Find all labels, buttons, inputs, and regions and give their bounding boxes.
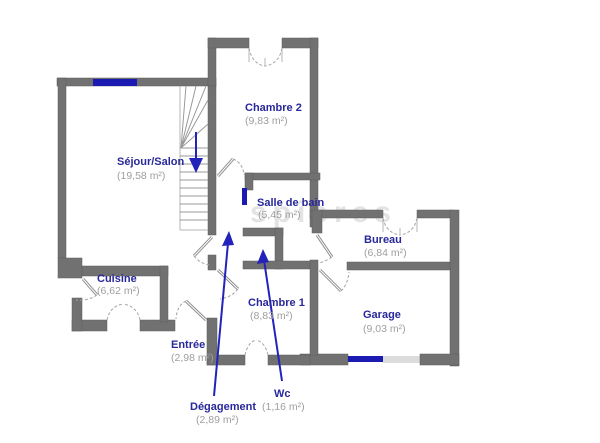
degagement-pointer-arrow <box>213 242 229 397</box>
room-label-sejour-salon: Séjour/Salon (19,58 m²) <box>117 156 185 182</box>
window-salle-de-bain-icon <box>242 188 247 205</box>
svg-text:Chambre 2: Chambre 2 <box>245 102 302 114</box>
windows <box>93 79 383 362</box>
room-label-chambre-2: Chambre 2 (9,83 m²) <box>245 102 302 127</box>
svg-text:(9,83 m²): (9,83 m²) <box>245 115 288 127</box>
door-swings <box>75 47 418 356</box>
wc-pointer-arrow <box>263 259 283 382</box>
room-label-entree: Entrée (2,98 m²) <box>171 339 214 364</box>
room-label-garage: Garage (9,03 m²) <box>363 309 406 335</box>
room-label-wc: Wc (1,16 m²) <box>262 388 305 413</box>
svg-text:Wc: Wc <box>274 388 291 400</box>
room-labels: Séjour/Salon (19,58 m²) Chambre 2 (9,83 … <box>97 102 407 426</box>
svg-text:Garage: Garage <box>363 309 401 321</box>
svg-text:Bureau: Bureau <box>364 234 402 246</box>
svg-text:(5,45 m²): (5,45 m²) <box>258 209 301 221</box>
svg-text:Salle de bain: Salle de bain <box>257 197 325 209</box>
room-label-degagement: Dégagement (2,89 m²) <box>190 401 256 426</box>
svg-text:(19,58 m²): (19,58 m²) <box>117 170 165 182</box>
room-label-salle-de-bain: Salle de bain (5,45 m²) <box>257 197 325 221</box>
room-label-bureau: Bureau (6,84 m²) <box>364 234 407 259</box>
svg-text:Entrée: Entrée <box>171 339 205 351</box>
garage-door-icon <box>348 356 383 362</box>
window-sejour-icon <box>93 79 137 86</box>
svg-text:Chambre 1: Chambre 1 <box>248 297 305 309</box>
svg-text:(2,89 m²): (2,89 m²) <box>196 414 239 426</box>
svg-text:Dégagement: Dégagement <box>190 401 256 413</box>
svg-text:(8,83 m²): (8,83 m²) <box>250 310 293 322</box>
room-label-chambre-1: Chambre 1 (8,83 m²) <box>248 297 305 322</box>
annotation-arrows <box>213 231 283 397</box>
svg-text:(6,84 m²): (6,84 m²) <box>364 247 407 259</box>
svg-text:(2,98 m²): (2,98 m²) <box>171 352 214 364</box>
svg-text:(9,03 m²): (9,03 m²) <box>363 323 406 335</box>
svg-text:(1,16 m²): (1,16 m²) <box>262 401 305 413</box>
staircase <box>179 85 209 231</box>
room-label-cuisine: Cuisine (6,62 m²) <box>97 273 140 297</box>
svg-text:Séjour/Salon: Séjour/Salon <box>117 156 185 168</box>
svg-text:(6,62 m²): (6,62 m²) <box>97 285 140 297</box>
svg-text:Cuisine: Cuisine <box>97 273 137 285</box>
